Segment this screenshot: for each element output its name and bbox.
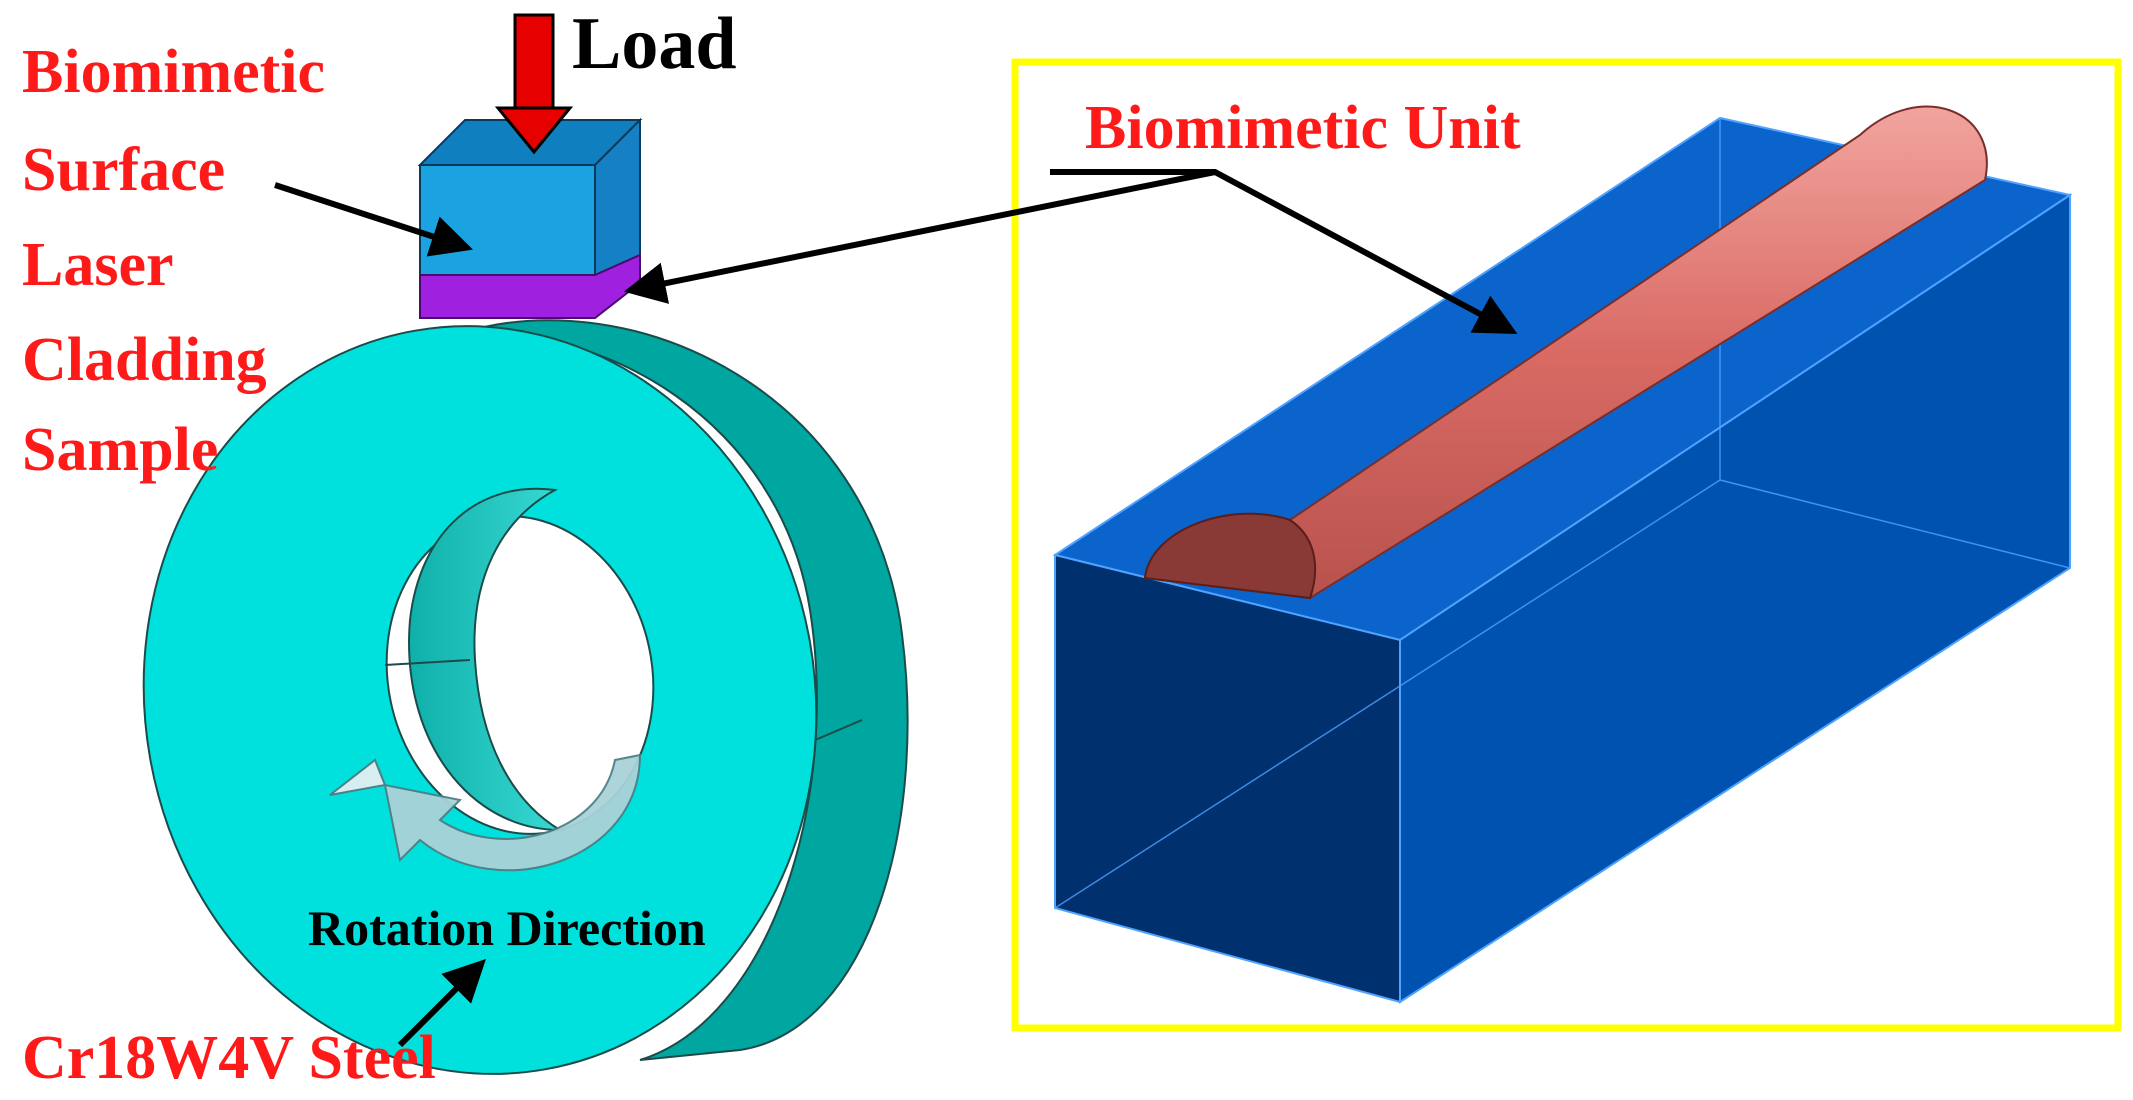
down-arrow-icon (494, 13, 574, 155)
steel-label: Cr18W4V Steel (22, 1024, 436, 1092)
rotation-direction-label: Rotation Direction (308, 900, 706, 956)
biomimetic-unit-model (1052, 105, 2073, 1004)
sample-front-face (419, 164, 596, 276)
sample-label-line: Biomimetic (22, 38, 325, 106)
sample-pointer-arrow (274, 182, 473, 257)
curved-arrow-icon (329, 753, 642, 872)
sample-label-line: Cladding (22, 326, 267, 394)
coating-to-unit-connector-arrow (623, 169, 1216, 304)
disc-bore-edge-line (384, 659, 471, 666)
disc-side-surface (454, 319, 909, 1061)
laser-cladding-sample (417, 117, 643, 319)
sample-label-line: Laser (22, 231, 174, 299)
steel-pointer-arrow (397, 959, 486, 1048)
load-label: Load (572, 3, 737, 85)
sample-label-line: Surface (22, 136, 225, 204)
disc-bore-inner-wall (408, 487, 564, 832)
sample-label: Biomimetic Surface Laser Cladding Sample (22, 38, 325, 484)
steel-disc (142, 319, 909, 1075)
unit-half-cylinder-end (1143, 512, 1317, 600)
sample-label-line: Sample (22, 416, 218, 484)
biomimetic-unit-label: Biomimetic Unit (1085, 94, 1521, 162)
unit-label-pointer-arrow (1050, 169, 1518, 334)
unit-block-front (1054, 553, 1401, 1004)
